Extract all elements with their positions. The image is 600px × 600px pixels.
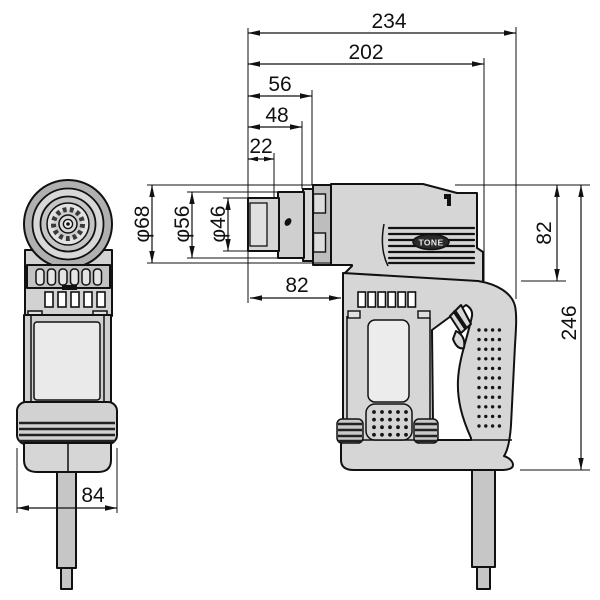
housing-seam bbox=[381, 223, 389, 267]
side-clip-left bbox=[347, 310, 361, 319]
side-knurling bbox=[336, 418, 439, 444]
side-body-panel bbox=[367, 319, 410, 403]
dim-82h-label: 82 bbox=[285, 274, 308, 297]
front-collar-ribs bbox=[26, 264, 111, 290]
dim-dia68-label: φ68 bbox=[131, 206, 154, 243]
dim-dia46-label: φ46 bbox=[207, 206, 230, 243]
front-head-circles bbox=[23, 179, 113, 269]
front-body-panel bbox=[33, 321, 101, 401]
dim-82v-label: 82 bbox=[533, 221, 556, 244]
dim-84-label: 84 bbox=[81, 484, 105, 507]
dim-246-label: 246 bbox=[558, 305, 581, 340]
retaining-pin bbox=[284, 218, 292, 226]
front-label-dash bbox=[62, 285, 77, 290]
front-view bbox=[16, 179, 118, 590]
dimension-arrowheads bbox=[17, 30, 584, 511]
dim-202-label: 202 bbox=[348, 41, 383, 64]
dim-48-label: 48 bbox=[265, 104, 288, 127]
front-grip-knurling bbox=[16, 401, 118, 445]
side-vent-slots bbox=[357, 291, 417, 308]
speaker-vent-plate bbox=[365, 403, 413, 441]
socket-opening bbox=[249, 202, 268, 247]
front-power-cord bbox=[56, 471, 77, 590]
dimension-annotations: 234 202 56 48 22 φ68 φ56 φ46 82 82 246 8… bbox=[16, 10, 590, 513]
side-clip-right bbox=[417, 310, 431, 319]
dim-234-label: 234 bbox=[371, 10, 406, 33]
dim-56-label: 56 bbox=[268, 73, 291, 96]
collar-tab-upper bbox=[312, 193, 327, 214]
collar-tab-lower bbox=[312, 232, 327, 253]
vent-dots bbox=[372, 410, 408, 437]
dim-dia56-label: φ56 bbox=[171, 206, 194, 243]
grip-texture-dots bbox=[477, 328, 502, 428]
nose-mid-section bbox=[277, 191, 305, 259]
front-vent-slots bbox=[44, 291, 106, 308]
side-power-cord bbox=[471, 469, 496, 590]
dimension-labels: 234 202 56 48 22 φ68 φ56 φ46 82 82 246 8… bbox=[81, 10, 581, 507]
extension-lines bbox=[16, 27, 590, 513]
trigger-guard-lobe bbox=[452, 330, 466, 350]
logo-text: TONE bbox=[418, 238, 443, 248]
socket-center-pin bbox=[66, 222, 70, 226]
dim-22-label: 22 bbox=[249, 135, 272, 158]
tone-logo: TONE bbox=[412, 233, 450, 251]
switch-lever bbox=[444, 194, 451, 199]
side-view: TONE bbox=[247, 183, 518, 590]
